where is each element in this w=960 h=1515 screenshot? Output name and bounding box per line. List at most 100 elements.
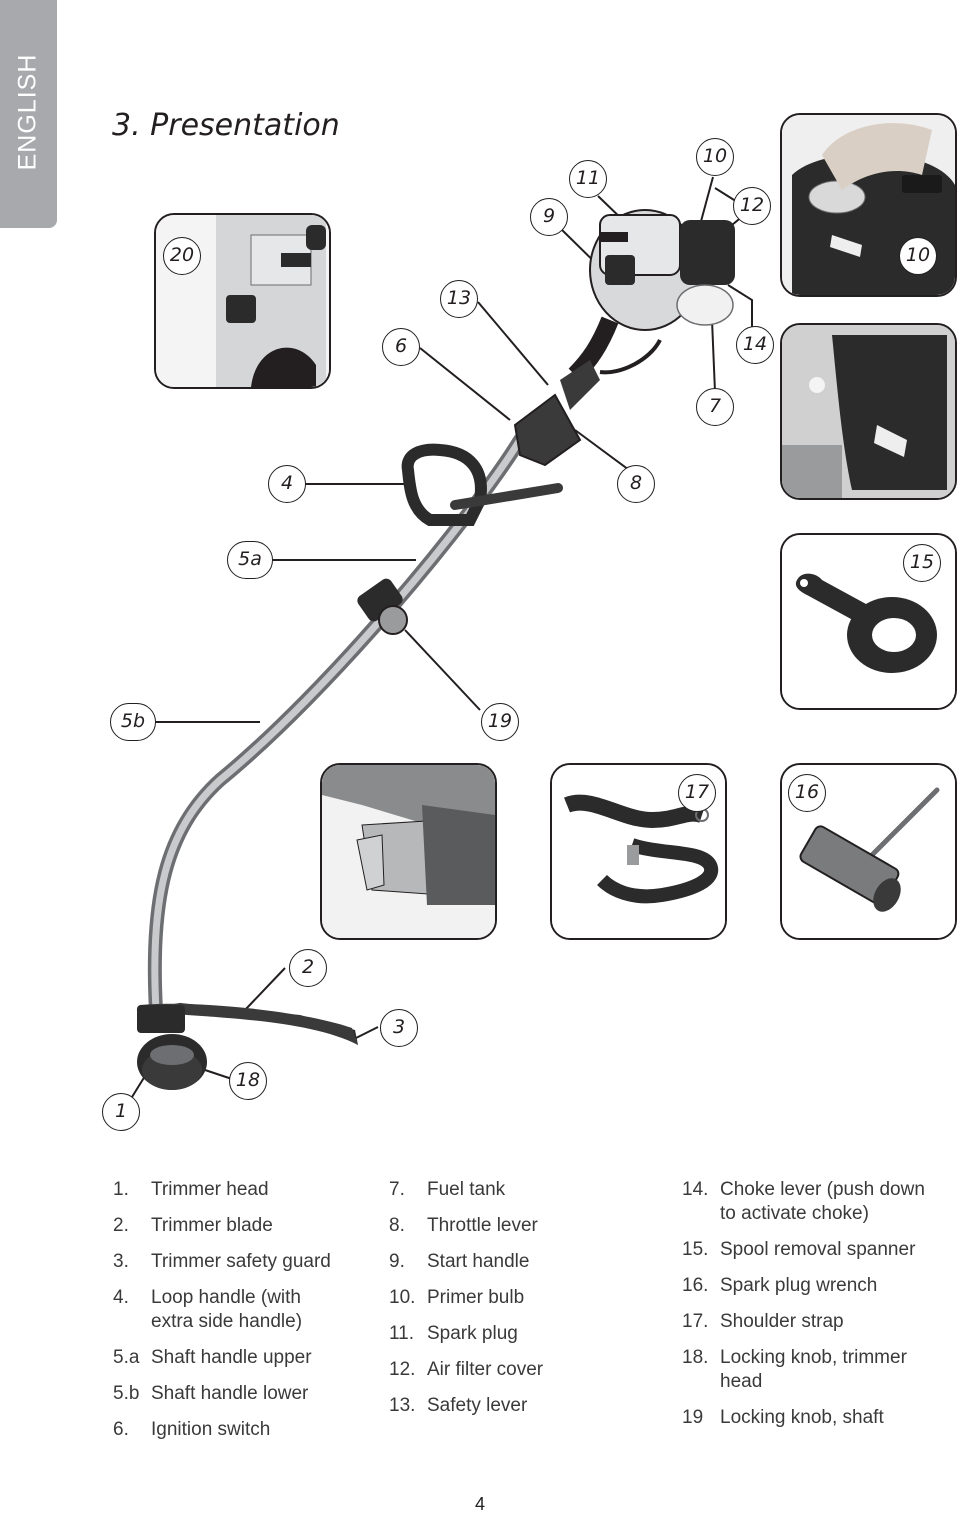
legend-text: Ignition switch — [151, 1419, 271, 1440]
legend-item: 2. Trimmer blade — [113, 1214, 363, 1238]
page-number: 4 — [474, 1494, 485, 1514]
legend-item: 8. Throttle lever — [389, 1214, 619, 1238]
legend-number: 7. — [389, 1179, 405, 1200]
callout-7: 7 — [696, 388, 734, 426]
legend-number: 4. — [113, 1287, 129, 1308]
callout-11: 11 — [569, 160, 607, 198]
legend-number: 12. — [389, 1359, 416, 1380]
legend-number: 18. — [682, 1347, 709, 1368]
callout-16: 16 — [788, 774, 826, 812]
legend-text: Primer bulb — [427, 1287, 525, 1308]
legend-number: 11. — [389, 1323, 415, 1344]
legend-number: 16. — [682, 1275, 709, 1296]
legend-text: Trimmer blade — [151, 1215, 273, 1236]
legend-number: 13. — [389, 1395, 416, 1416]
legend-item: 5.a Shaft handle upper — [113, 1346, 363, 1370]
legend-text: Shaft handle lower — [151, 1383, 309, 1404]
legend-item: 14. Choke lever (push down to activate ch… — [682, 1178, 942, 1226]
legend-item: 15. Spool removal spanner — [682, 1238, 942, 1262]
throttle-grip — [513, 360, 600, 467]
section-title: 3. Presentation — [112, 108, 340, 143]
callout-18: 18 — [229, 1062, 267, 1100]
legend-number: 17. — [682, 1311, 709, 1332]
inset-choke-lever — [780, 323, 957, 500]
legend-text: Spark plug wrench — [720, 1275, 878, 1296]
callout-9: 9 — [530, 198, 568, 236]
legend-number: 8. — [389, 1215, 405, 1236]
legend-item: 5.b Shaft handle lower — [113, 1382, 363, 1406]
callout-20: 20 — [163, 237, 201, 275]
legend-item: 1. Trimmer head — [113, 1178, 363, 1202]
legend-text: Air filter cover — [427, 1359, 544, 1380]
loop-handle — [401, 443, 563, 526]
legend-column-3: 14. Choke lever (push down to activate ch… — [682, 1178, 942, 1442]
callout-13: 13 — [440, 280, 478, 318]
legend-number: 10. — [389, 1287, 416, 1308]
callout-6: 6 — [382, 328, 420, 366]
legend-item: 11. Spark plug — [389, 1322, 619, 1346]
shaft-coupling — [357, 578, 408, 635]
legend-item: 4. Loop handle (with extra side handle) — [113, 1286, 363, 1334]
legend-text: Trimmer head — [151, 1179, 269, 1200]
legend-item: 16. Spark plug wrench — [682, 1274, 942, 1298]
legend-text: Locking knob, shaft — [720, 1407, 884, 1428]
legend-number: 5.b — [113, 1383, 140, 1404]
legend-column-2: 7. Fuel tank 8. Throttle lever 9. Start han… — [389, 1178, 619, 1430]
legend-text: Spool removal spanner — [720, 1239, 916, 1260]
callout-5b: 5b — [110, 703, 156, 741]
callout-17: 17 — [678, 774, 716, 812]
legend-text: Locking knob, trimmer head — [720, 1347, 907, 1392]
legend-item: 19 Locking knob, shaft — [682, 1406, 942, 1430]
legend-item: 13. Safety lever — [389, 1394, 619, 1418]
legend-text: Choke lever (push down to activate choke… — [720, 1179, 925, 1224]
callout-4: 4 — [268, 465, 306, 503]
legend-text: Throttle lever — [427, 1215, 538, 1236]
trimmer-illustration — [131, 176, 896, 1098]
legend-text: Start handle — [427, 1251, 530, 1272]
legend-number: 3. — [113, 1251, 129, 1272]
legend-text: Fuel tank — [427, 1179, 506, 1200]
inset-blade — [320, 763, 497, 940]
language-tab: ENGLISH — [0, 0, 57, 228]
callout-8: 8 — [617, 465, 655, 503]
legend-text: Loop handle (with extra side handle) — [151, 1287, 303, 1332]
inset-ignition-switch — [154, 213, 331, 389]
legend-number: 9. — [389, 1251, 405, 1272]
callout-12: 12 — [733, 187, 771, 225]
callout-3: 3 — [380, 1009, 418, 1047]
callout-10-inset: 10 — [899, 237, 937, 275]
legend-item: 9. Start handle — [389, 1250, 619, 1274]
legend-number: 15. — [682, 1239, 709, 1260]
legend-item: 17. Shoulder strap — [682, 1310, 942, 1334]
legend-text: Safety lever — [427, 1395, 528, 1416]
legend-item: 12. Air filter cover — [389, 1358, 619, 1382]
trimmer-head — [135, 1003, 358, 1090]
callout-2: 2 — [289, 949, 327, 987]
legend-text: Shoulder strap — [720, 1311, 844, 1332]
callout-15: 15 — [903, 544, 941, 582]
inset-primer-bulb — [780, 113, 957, 297]
legend-text: Shaft handle upper — [151, 1347, 312, 1368]
legend-text: Spark plug — [427, 1323, 518, 1344]
legend-number: 1. — [113, 1179, 129, 1200]
legend-item: 6. Ignition switch — [113, 1418, 363, 1442]
legend-column-1: 1. Trimmer head 2. Trimmer blade 3. Trimmer… — [113, 1178, 363, 1454]
callout-19: 19 — [481, 703, 519, 741]
legend-item: 7. Fuel tank — [389, 1178, 619, 1202]
legend-number: 19 — [682, 1407, 704, 1428]
legend-number: 6. — [113, 1419, 129, 1440]
callout-14: 14 — [736, 326, 774, 364]
legend-item: 10. Primer bulb — [389, 1286, 619, 1310]
section-title-text: Presentation — [150, 108, 340, 143]
legend-item: 3. Trimmer safety guard — [113, 1250, 363, 1274]
legend-item: 18. Locking knob, trimmer head — [682, 1346, 942, 1394]
legend-number: 14. — [682, 1179, 709, 1200]
section-number: 3. — [112, 108, 141, 143]
callout-10-main: 10 — [696, 138, 734, 176]
callout-1: 1 — [102, 1093, 140, 1131]
legend-text: Trimmer safety guard — [151, 1251, 331, 1272]
engine-body — [568, 209, 735, 382]
legend-number: 2. — [113, 1215, 129, 1236]
callout-5a: 5a — [227, 541, 273, 579]
legend-number: 5.a — [113, 1347, 140, 1368]
